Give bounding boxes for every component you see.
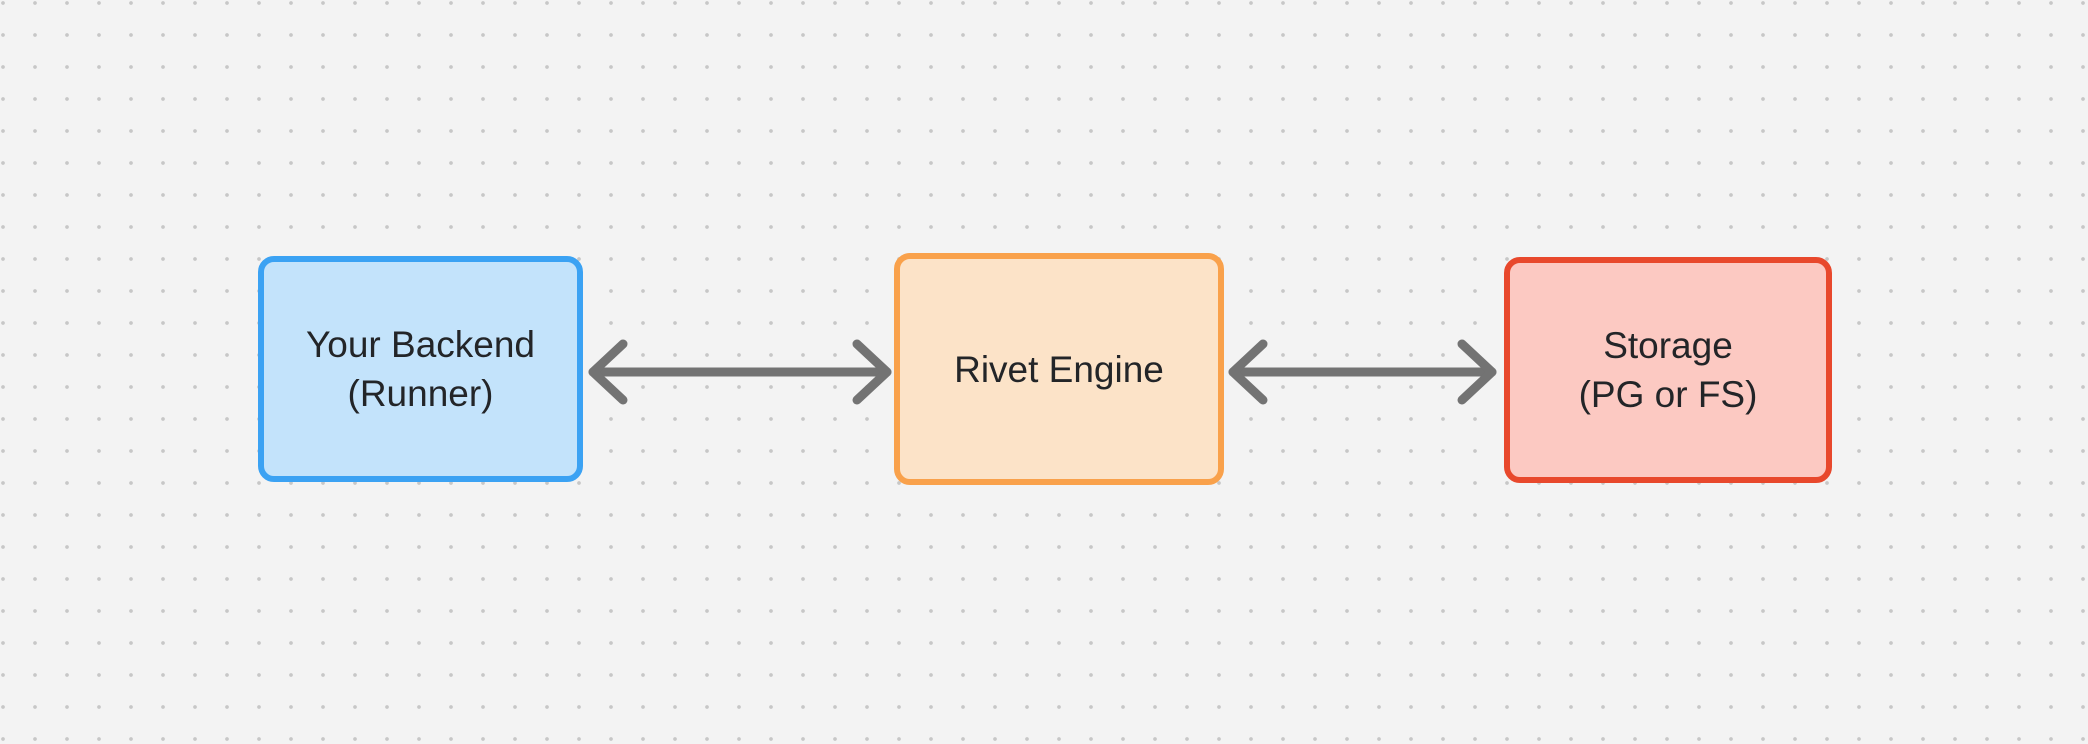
connector-engine-storage bbox=[1228, 339, 1497, 405]
node-label-line: Storage bbox=[1603, 325, 1733, 366]
double-arrow-icon bbox=[1228, 339, 1497, 405]
node-label-line: (Runner) bbox=[347, 373, 494, 414]
double-arrow-icon bbox=[588, 339, 892, 405]
node-label-line: Your Backend bbox=[305, 324, 536, 365]
node-label-line: (PG or FS) bbox=[1578, 374, 1758, 415]
node-storage: Storage (PG or FS) bbox=[1504, 257, 1832, 483]
connector-backend-engine bbox=[588, 339, 892, 405]
node-rivet-engine: Rivet Engine bbox=[894, 253, 1224, 485]
node-your-backend: Your Backend (Runner) bbox=[258, 256, 583, 482]
node-label-line: Rivet Engine bbox=[954, 348, 1164, 390]
